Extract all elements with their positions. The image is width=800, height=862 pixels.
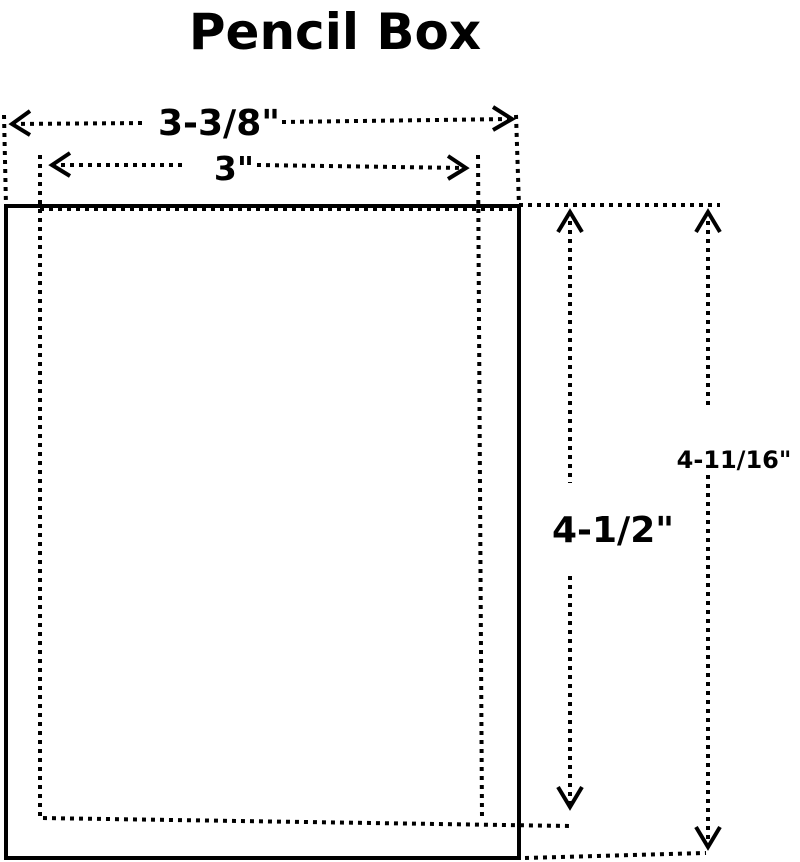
- outer-width-right-arrow: [491, 105, 516, 132]
- diagram-title: Pencil Box: [189, 3, 481, 61]
- inner-height-dimension: 4-1/2": [552, 208, 674, 811]
- inner-width-right-arrow: [446, 154, 470, 181]
- outer-height-bottom-arrow: [694, 825, 722, 851]
- outer-height-top-arrow: [694, 208, 722, 234]
- inner-height-label: 4-1/2": [552, 510, 674, 551]
- outer-height-label: 4-11/16": [677, 446, 792, 474]
- inner-height-top-arrow: [556, 208, 584, 234]
- inner-width-dimension: 3": [48, 149, 470, 188]
- outer-height-dimension: 4-11/16": [524, 208, 792, 860]
- outer-box-outline: [4, 204, 521, 860]
- inner-height-bottom-arrow: [556, 785, 584, 811]
- outer-width-label: 3-3/8": [158, 103, 280, 144]
- outer-width-dimension: 3-3/8": [2, 103, 521, 207]
- outer-width-left-arrow: [8, 109, 32, 137]
- inner-width-left-arrow: [48, 151, 72, 178]
- inner-width-label: 3": [214, 149, 254, 188]
- inner-box-outline: [38, 154, 571, 828]
